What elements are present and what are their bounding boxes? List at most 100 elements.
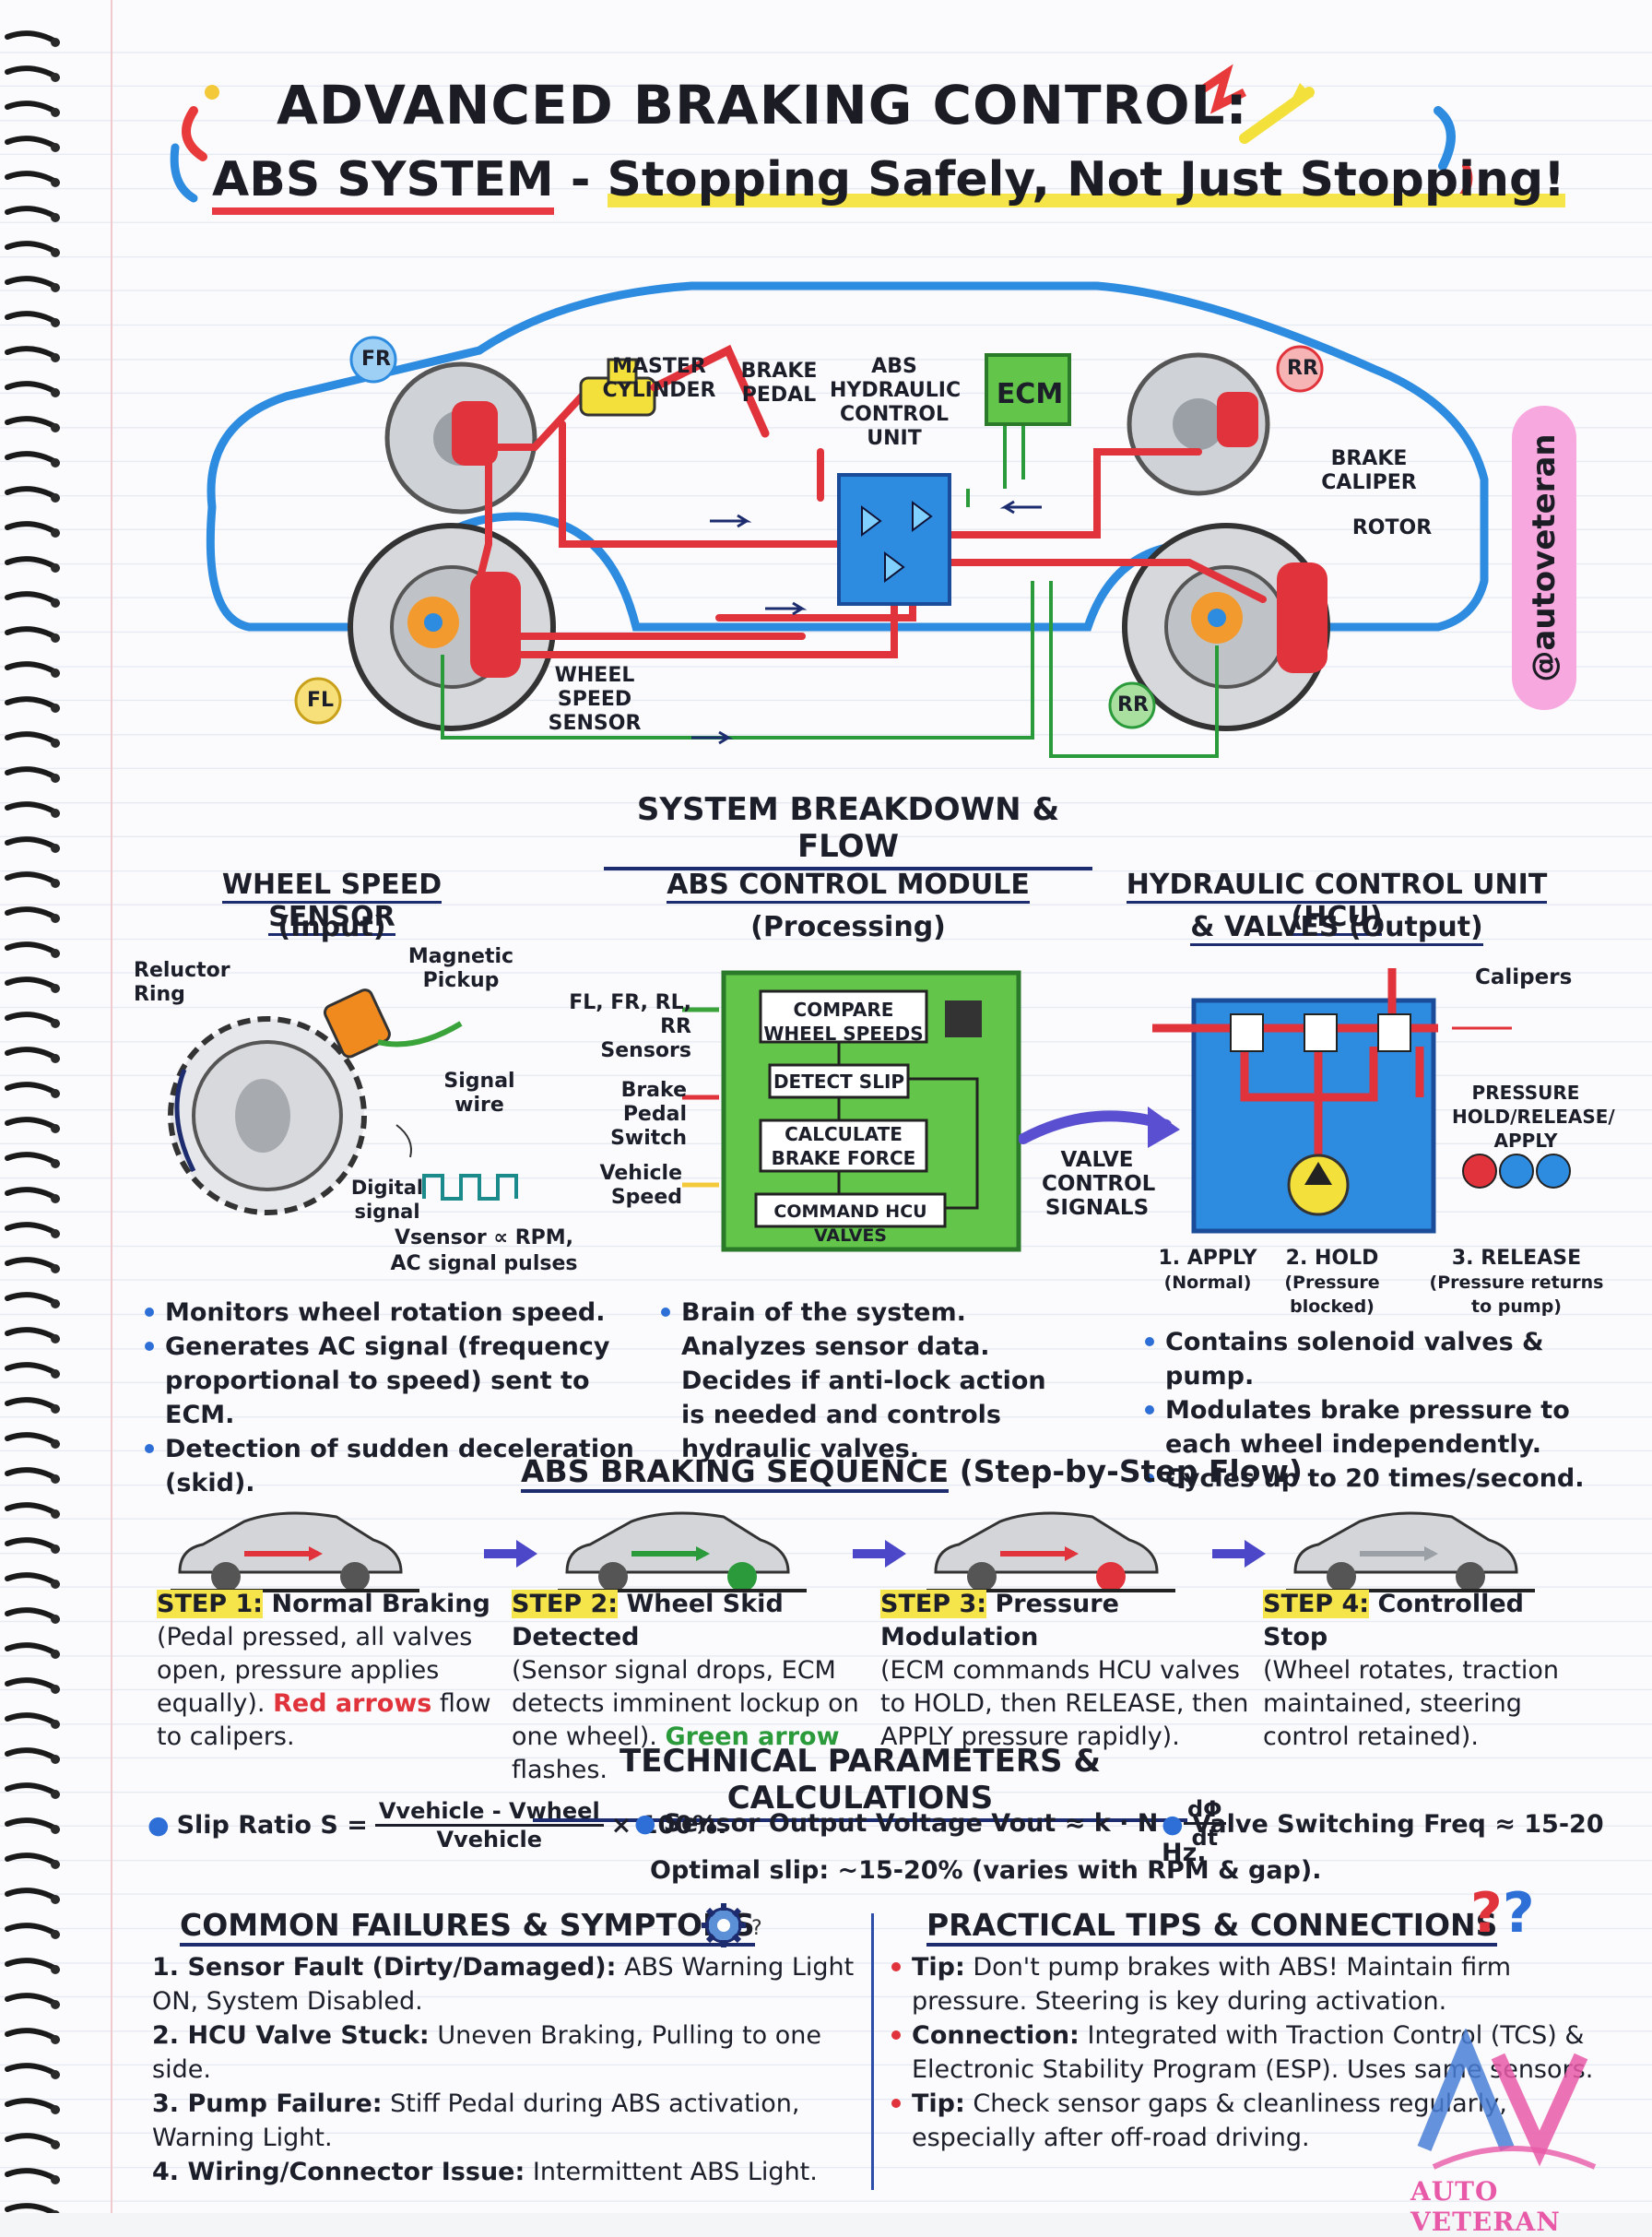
- spiral-hole: [51, 108, 60, 117]
- spiral-hole: [51, 1124, 60, 1133]
- spiral-ring: [5, 1923, 60, 1937]
- spiral-hole: [51, 563, 60, 573]
- spiral-hole: [51, 739, 60, 748]
- magnetic-pickup-label: Magnetic Pickup: [407, 945, 514, 992]
- spiral-hole: [51, 493, 60, 503]
- valve-control-label: VALVE CONTROL SIGNALS: [1042, 1148, 1156, 1220]
- spiral-hole: [51, 38, 60, 47]
- seq-flow-arrowhead: [309, 1546, 323, 1561]
- seq-flow-arrowhead: [696, 1546, 710, 1561]
- spiral-hole: [51, 914, 60, 923]
- spiral-ring: [5, 1782, 60, 1797]
- spiral-ring: [5, 871, 60, 886]
- sequence-cars: [171, 1511, 1535, 1592]
- spiral-ring: [5, 136, 60, 150]
- seq-car-body: [1293, 1511, 1518, 1574]
- auto-veteran-logo: [1417, 2029, 1597, 2170]
- seq-car-wheel: [967, 1562, 997, 1592]
- rr-caliper: [1217, 392, 1258, 447]
- seq-car-wheel: [211, 1562, 241, 1592]
- spiral-hole: [51, 458, 60, 468]
- spiral-ring: [5, 906, 60, 921]
- hcu-sub: & VALVES (Output): [1106, 911, 1567, 946]
- digital-signal-wave: [422, 1174, 518, 1201]
- seq-step-arrowhead: [516, 1540, 537, 1568]
- spiral-ring: [5, 1817, 60, 1832]
- spiral-hole: [51, 1229, 60, 1238]
- spiral-ring: [5, 171, 60, 185]
- spiral-ring: [5, 626, 60, 641]
- title-abs-system: ABS SYSTEM: [212, 152, 554, 215]
- spiral-ring: [5, 30, 60, 45]
- spiral-hole: [51, 1580, 60, 1589]
- spiral-hole: [51, 2140, 60, 2149]
- spiral-hole: [51, 73, 60, 82]
- spiral-hole: [51, 1194, 60, 1203]
- spiral-ring: [5, 2133, 60, 2148]
- wss-bullet-1: Monitors wheel rotation speed.: [143, 1296, 659, 1330]
- abs-car-diagram: [206, 281, 1489, 758]
- spiral-hole: [51, 1404, 60, 1414]
- seq-step-arrowhead: [885, 1540, 906, 1568]
- spiral-ring: [5, 1958, 60, 1972]
- spiral-ring: [5, 696, 60, 711]
- module-input-sensors: FL, FR, RL, RR Sensors: [569, 991, 691, 1062]
- module-box-detect: DETECT SLIP: [773, 1071, 905, 1093]
- pressure-label: PRESSURE HOLD/RELEASE/ APPLY: [1452, 1082, 1615, 1152]
- fl-badge: [294, 677, 342, 725]
- seq-car-wheel: [598, 1562, 628, 1592]
- spiral-ring: [5, 1012, 60, 1026]
- spiral-ring: [5, 416, 60, 431]
- spiral-hole: [51, 1545, 60, 1554]
- title-dash: -: [553, 152, 608, 207]
- module-box-compare: COMPARE WHEEL SPEEDS: [763, 999, 924, 1045]
- spiral-hole: [51, 1439, 60, 1449]
- spiral-hole: [51, 178, 60, 187]
- spiral-ring: [5, 1537, 60, 1552]
- spiral-ring: [5, 1607, 60, 1622]
- failure-4: 4. Wiring/Connector Issue: Intermittent …: [152, 2158, 818, 2186]
- wss-bullet-3: Detection of sudden deceleration (skid).: [143, 1432, 659, 1500]
- breakdown-heading: SYSTEM BREAKDOWN & FLOW: [604, 791, 1092, 870]
- seq-car-wheel: [1456, 1562, 1485, 1592]
- seq-car-body: [934, 1511, 1159, 1574]
- rr-front-caliper: [1277, 562, 1328, 673]
- spiral-hole: [51, 598, 60, 608]
- optimal-slip: Optimal slip: ~15-20% (varies with RPM &…: [650, 1856, 1322, 1885]
- brake-lines: [476, 384, 1267, 658]
- spiral-hole: [51, 1509, 60, 1519]
- spiral-hole: [51, 2105, 60, 2114]
- question-icon: ??: [1470, 1881, 1535, 1946]
- wss-bullets: Monitors wheel rotation speed. Generates…: [143, 1296, 659, 1500]
- spiral-hole: [51, 353, 60, 362]
- wss-sub: (Input): [277, 911, 386, 943]
- master-cylinder-label: MASTER CYLINDER: [602, 355, 716, 402]
- spiral-ring: [5, 1993, 60, 2007]
- spiral-hole: [51, 669, 60, 678]
- sensor-voltage-formula: ● Sensor Output Voltage Vout ≈ k · N · d…: [634, 1796, 1226, 1851]
- spiral-ring: [5, 1747, 60, 1762]
- spiral-ring: [5, 2203, 60, 2213]
- signal-wire-label: Signal wire: [443, 1070, 515, 1117]
- flow-arrows: [691, 500, 1042, 745]
- spiral-hole: [51, 1089, 60, 1098]
- spiral-ring: [5, 486, 60, 501]
- hcu-bullet-1: Contains solenoid valves & pump.: [1143, 1325, 1604, 1393]
- spiral-hole: [51, 1159, 60, 1168]
- spiral-ring: [5, 1292, 60, 1307]
- hcu-bullet-3: Cycles up to 20 times/second.: [1143, 1462, 1604, 1496]
- seq-car-wheel: [1327, 1562, 1356, 1592]
- spiral-hole: [51, 2210, 60, 2213]
- seq-car-wheel: [340, 1562, 370, 1592]
- spiral-ring: [5, 1222, 60, 1237]
- abs-hcu-label: ABS HYDRAULIC CONTROL UNIT: [830, 355, 962, 450]
- margin-line: [111, 0, 112, 2213]
- spiral-hole: [51, 2070, 60, 2079]
- spiral-ring: [5, 1642, 60, 1657]
- spiral-ring: [5, 766, 60, 781]
- spiral-hole: [51, 633, 60, 643]
- spiral-ring: [5, 276, 60, 290]
- spiral-hole: [51, 2035, 60, 2044]
- brake-pedal-label: BRAKE PEDAL: [740, 360, 818, 407]
